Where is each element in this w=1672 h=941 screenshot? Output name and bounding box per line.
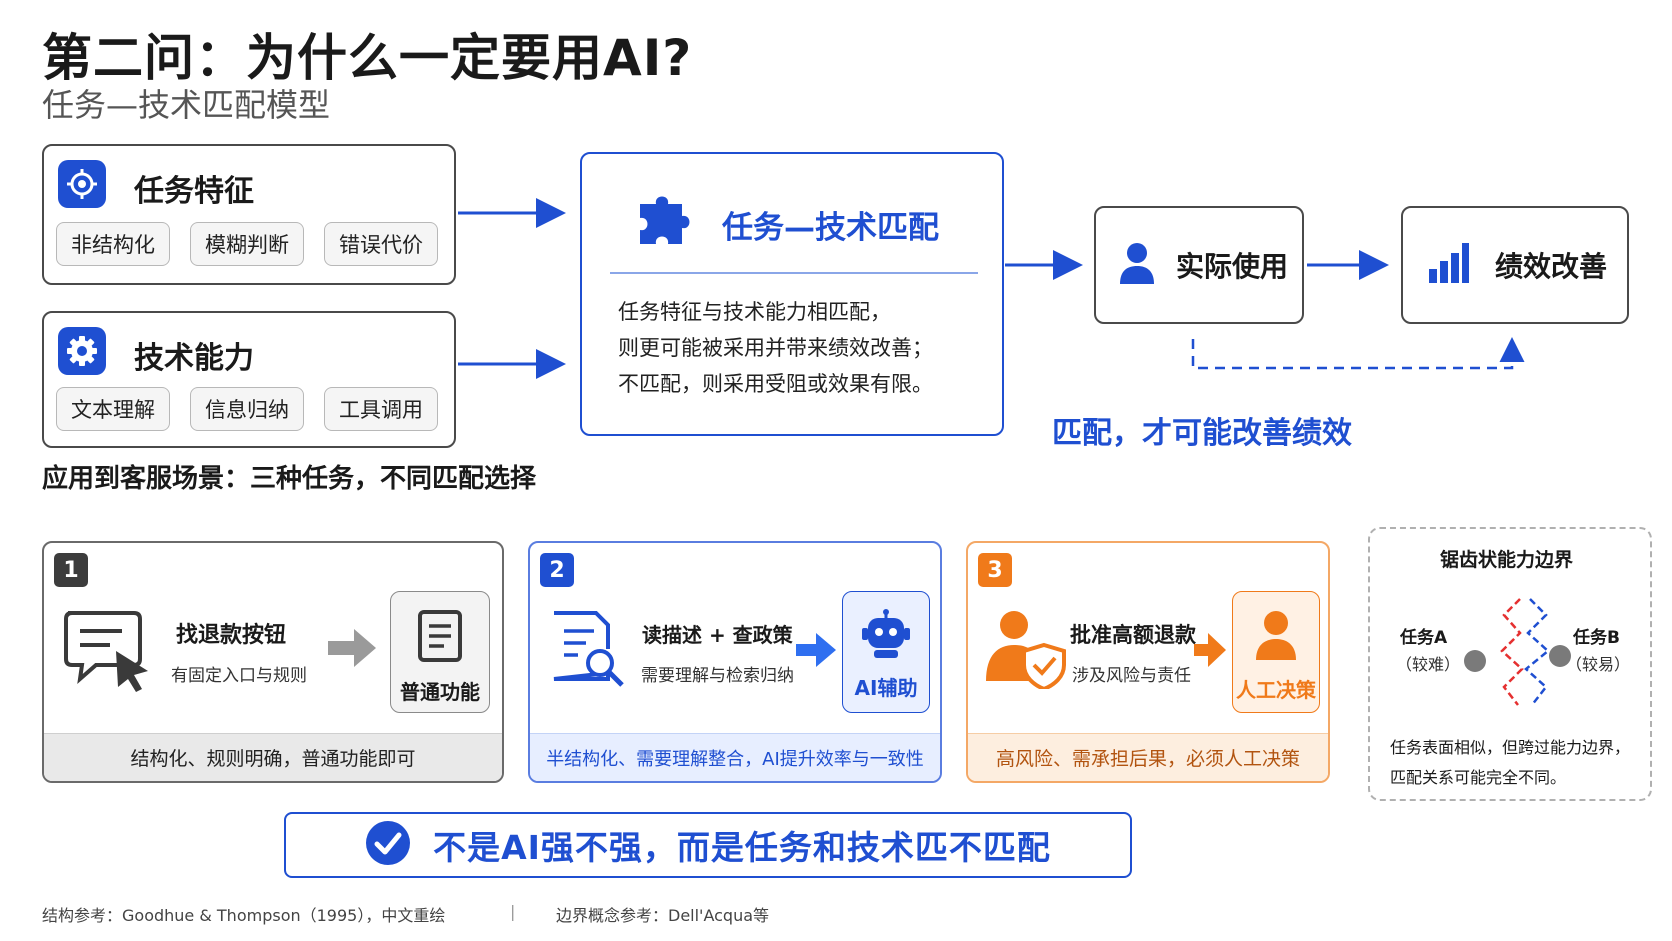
chat-cursor-icon	[62, 609, 154, 697]
scenario-desc: 需要理解与检索归纳	[641, 666, 794, 686]
person-icon	[1118, 242, 1156, 288]
match-description: 任务特征与技术能力相匹配， 则更可能被采用并带来绩效改善； 不匹配，则采用受阻或…	[618, 294, 933, 402]
footnote-separator: |	[510, 902, 516, 921]
tech-chip: 文本理解	[56, 387, 170, 431]
conclusion-banner: 不是AI强不强，而是任务和技术匹不匹配	[284, 812, 1132, 878]
task-a-dot	[1464, 650, 1486, 672]
edge-caption-line: 任务表面相似，但跨过能力边界，	[1390, 738, 1631, 757]
page-subtitle: 任务—技术匹配模型	[42, 86, 331, 124]
target-icon	[58, 160, 106, 208]
check-circle-icon	[365, 820, 411, 870]
arrow-right-icon	[1194, 633, 1226, 671]
tech-chip: 信息归纳	[190, 387, 304, 431]
scenario-card-3: 3 批准高额退款 涉及风险与责任 人工决策 高风险、需承担后果，必须人工决策	[966, 541, 1330, 783]
footnote-source: 结构参考：Goodhue & Thompson（1995），中文重绘	[42, 906, 446, 925]
scenario-number: 3	[978, 553, 1012, 587]
task-features-card: 任务特征 非结构化 模糊判断 错误代价	[42, 144, 456, 285]
scenario-desc: 涉及风险与责任	[1072, 666, 1191, 686]
scenario-number: 1	[54, 553, 88, 587]
match-line: 不匹配，则采用受阻或效果有限。	[618, 372, 933, 396]
task-chip: 错误代价	[324, 222, 438, 266]
task-b-dot	[1549, 645, 1571, 667]
document-icon	[418, 610, 462, 666]
task-a-label: 任务A	[1400, 628, 1448, 648]
performance-label: 绩效改善	[1495, 250, 1608, 283]
arrow-right-icon	[328, 629, 376, 671]
arrow-right-icon	[796, 633, 836, 671]
scenario-card-2: 2 读描述 + 查政策 需要理解与检索归纳	[528, 541, 942, 783]
edge-title: 锯齿状能力边界	[1440, 549, 1574, 571]
section-title: 应用到客服场景：三种任务，不同匹配选择	[42, 464, 537, 494]
scenario-title: 批准高额退款	[1070, 623, 1196, 647]
robot-icon	[860, 608, 912, 664]
person-shield-icon	[986, 609, 1066, 693]
capability-edge-box: 锯齿状能力边界 任务A （较难） 任务B （较易） 任务表面相似，但跨过能力边界…	[1368, 527, 1652, 801]
scenario-result-label: AI辅助	[854, 676, 918, 700]
scenario-result-2: AI辅助	[842, 591, 930, 713]
match-line: 则更可能被采用并带来绩效改善；	[618, 336, 933, 360]
scenario-result-label: 普通功能	[400, 680, 480, 704]
tech-capability-title: 技术能力	[134, 341, 254, 376]
scenario-title: 找退款按钮	[176, 623, 287, 648]
task-chip: 模糊判断	[190, 222, 304, 266]
match-card: 任务—技术匹配 任务特征与技术能力相匹配， 则更可能被采用并带来绩效改善； 不匹…	[580, 152, 1004, 436]
task-b-label: 任务B	[1573, 628, 1620, 648]
document-search-icon	[550, 609, 626, 695]
match-title: 任务—技术匹配	[722, 210, 939, 246]
scenario-result-label: 人工决策	[1236, 678, 1316, 702]
match-line: 任务特征与技术能力相匹配，	[618, 300, 891, 324]
scenario-desc: 有固定入口与规则	[171, 666, 307, 686]
scenario-footer: 半结构化、需要理解整合，AI提升效率与一致性	[530, 733, 940, 781]
scenario-title: 读描述 + 查政策	[642, 623, 793, 647]
scenario-card-1: 1 找退款按钮 有固定入口与规则 普通功能 结构化、规则明确，普通功能即可	[42, 541, 504, 783]
actual-use-card: 实际使用	[1094, 206, 1304, 324]
match-note: 匹配，才可能改善绩效	[1052, 416, 1352, 451]
person-icon	[1254, 610, 1298, 664]
boundary-line-red	[1500, 598, 1524, 706]
tech-capability-card: 技术能力 文本理解 信息归纳 工具调用	[42, 311, 456, 448]
page-title: 第二问：为什么一定要用AI?	[42, 29, 693, 87]
task-chip: 非结构化	[56, 222, 170, 266]
performance-card: 绩效改善	[1401, 206, 1629, 324]
footnote-edge-source: 边界概念参考：Dell'Acqua等	[556, 906, 770, 925]
jagged-boundary	[1464, 598, 1571, 706]
banner-text: 不是AI强不强，而是任务和技术匹不匹配	[433, 828, 1051, 867]
scenario-number: 2	[540, 553, 574, 587]
edge-caption: 任务表面相似，但跨过能力边界， 匹配关系可能完全不同。	[1390, 733, 1630, 793]
puzzle-icon	[636, 190, 696, 252]
boundary-line-blue	[1524, 598, 1550, 706]
task-b-note: （较易）	[1566, 655, 1631, 674]
scenario-result-3: 人工决策	[1232, 591, 1320, 713]
task-features-title: 任务特征	[134, 174, 254, 209]
actual-use-label: 实际使用	[1176, 250, 1289, 283]
bar-chart-icon	[1429, 243, 1469, 287]
dashed-feedback-line	[1191, 337, 1525, 370]
scenario-footer: 高风险、需承担后果，必须人工决策	[968, 733, 1328, 781]
scenario-footer: 结构化、规则明确，普通功能即可	[44, 733, 502, 781]
edge-caption-line: 匹配关系可能完全不同。	[1390, 768, 1567, 787]
match-divider	[610, 272, 978, 274]
scenario-result-1: 普通功能	[390, 591, 490, 713]
gear-icon	[58, 327, 106, 375]
task-a-note: （较难）	[1396, 655, 1461, 674]
tech-chip: 工具调用	[324, 387, 438, 431]
